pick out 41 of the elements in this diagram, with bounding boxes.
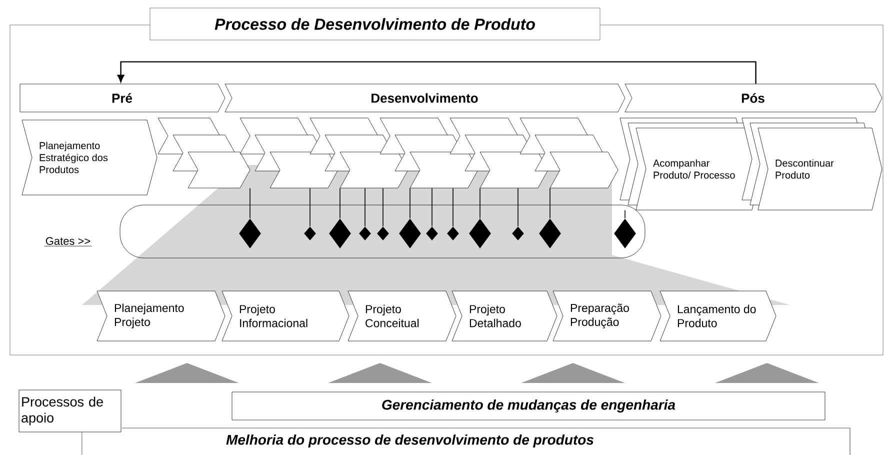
leader-line [624,210,626,219]
triangle-marker [135,363,239,383]
gate-diamond [539,218,561,248]
gate-diamond [447,226,459,240]
phase-band: Pré [20,84,226,112]
chevron-box: Preparação Produção [552,290,662,342]
gate-diamond [614,218,636,248]
gate-diamond [399,218,421,248]
node-label: Descontinuar Produto [776,159,834,179]
chevron-box: Projeto Conceitual [348,290,456,342]
gate-diamond [469,218,491,248]
gates-label: Gates >> [44,237,92,246]
gate-diamond [304,226,316,240]
chevron-stack: Descontinuar Produto [742,118,882,210]
chevron-box: Planejamento Estratégico dos Produtos [22,120,158,196]
gate-diamond [426,226,438,240]
chevron-stack: Acompanhar Produto/ Processo [620,118,762,210]
leader-line [452,188,454,227]
gate-diamond [512,226,524,240]
chevron-box: Projeto Detalhado [452,290,558,342]
gate-diamond [377,226,389,240]
gate-diamond [329,218,351,248]
chevron-box: Planejamento Projeto [96,290,226,342]
triangle-marker [715,363,819,383]
gate-diamond [239,218,261,248]
leader-line [364,188,366,227]
phase-band: Pós [624,84,882,112]
chevron-stack [158,118,250,188]
chevron-box: Projeto Informacional [222,290,350,342]
feedback-arrow [117,61,756,84]
phase-band: Desenvolvimento [224,84,626,112]
title-box: Processo de Desenvolvimento de Produto [150,8,600,40]
process-box: Melhoria do processo de desenvolvimento de produtos [82,428,850,455]
process-box: Gerenciamento de mudanças de engenharia [232,392,826,420]
chevron-stack [520,118,618,188]
chevron-box: Lançamento do Produto [660,290,776,342]
gate-diamond [359,226,371,240]
leader-line [382,188,384,227]
triangle-marker [328,363,432,383]
support-box: Processos de apoio [18,390,122,432]
triangle-marker [521,363,625,383]
